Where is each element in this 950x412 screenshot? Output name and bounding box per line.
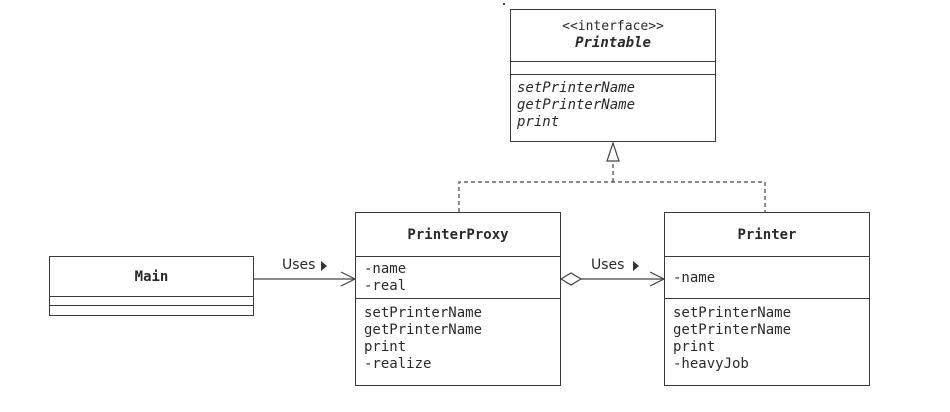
printer-fields: -name — [665, 257, 869, 299]
proxy-method-getprintername: getPrinterName — [364, 322, 483, 338]
uses-label-main: Uses — [282, 257, 316, 273]
realization-line — [458, 181, 766, 212]
main-header: Main — [50, 257, 253, 297]
printer-class-box: Printer -name setPrinterName getPrinterN… — [664, 212, 870, 386]
main-methods — [50, 306, 253, 315]
proxy-method-print: print — [364, 339, 407, 355]
proxy-field-name: -name — [364, 261, 407, 277]
uses-label-proxy: Uses — [591, 257, 625, 273]
realization-arrowhead — [606, 141, 620, 162]
main-class-box: Main — [49, 256, 254, 316]
printable-header: <<interface>> Printable — [511, 10, 715, 62]
uses-triangle-2 — [633, 261, 639, 271]
printer-method-getprintername: getPrinterName — [673, 322, 792, 338]
aggregation-diamond — [559, 272, 583, 286]
proxy-method-realize: -realize — [364, 356, 432, 372]
interface-name: Printable — [575, 35, 651, 51]
printable-methods: setPrinterName getPrinterName print — [511, 75, 715, 131]
proxy-methods: setPrinterName getPrinterName print -rea… — [356, 299, 560, 373]
stereotype-label: <<interface>> — [562, 19, 664, 34]
uses-triangle-1 — [321, 261, 327, 271]
printer-methods: setPrinterName getPrinterName print -hea… — [665, 299, 869, 373]
proxy-method-setprintername: setPrinterName — [364, 305, 483, 321]
stray-dot — [503, 3, 505, 5]
proxy-fields: -name -real — [356, 257, 560, 299]
proxy-header: PrinterProxy — [356, 213, 560, 257]
printer-header: Printer — [665, 213, 869, 257]
printer-method-heavyjob: -heavyJob — [673, 356, 749, 372]
main-fields — [50, 297, 253, 306]
method-getprintername: getPrinterName — [517, 97, 636, 113]
printable-fields — [511, 62, 715, 75]
printable-interface-box: <<interface>> Printable setPrinterName g… — [510, 9, 716, 142]
method-print: print — [517, 114, 560, 130]
printer-method-print: print — [673, 339, 716, 355]
method-setprintername: setPrinterName — [517, 80, 636, 96]
printer-method-setprintername: setPrinterName — [673, 305, 792, 321]
printerproxy-class-box: PrinterProxy -name -real setPrinterName … — [355, 212, 561, 386]
printer-field-name: -name — [673, 270, 716, 286]
proxy-field-real: -real — [364, 278, 407, 294]
